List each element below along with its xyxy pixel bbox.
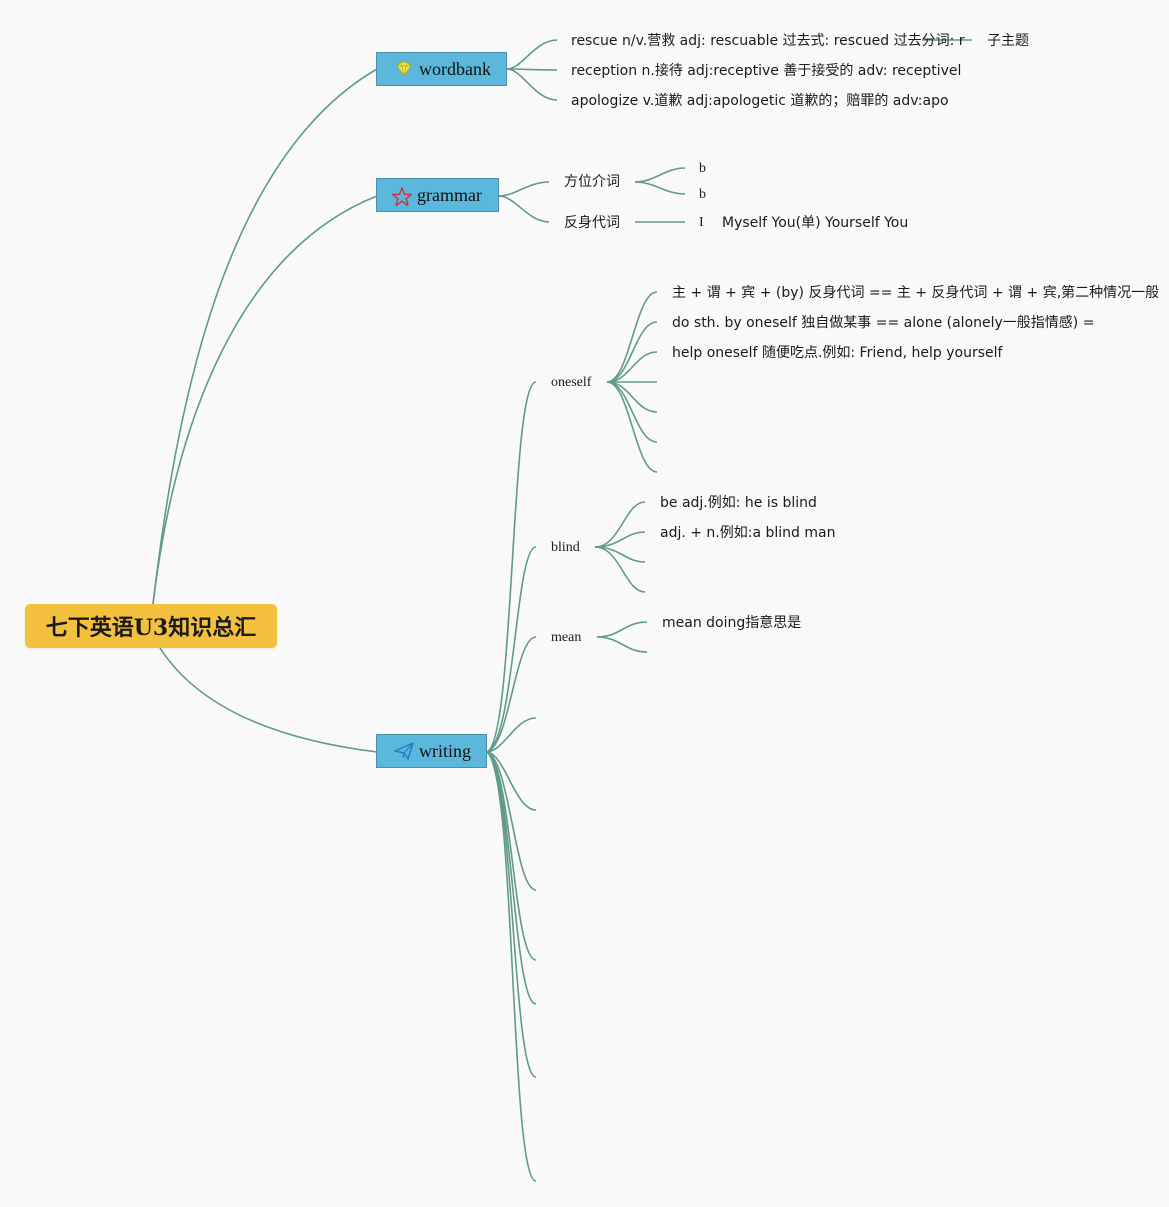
edge-oneself-3	[606, 351, 658, 383]
fanshen-child-1[interactable]: I	[699, 215, 704, 230]
root-title: 七下英语U3知识总汇	[45, 615, 257, 641]
oneself-child-3[interactable]: help oneself 随便吃点.例如: Friend, help yours…	[672, 345, 1003, 361]
branch-wordbank[interactable]: wordbank	[376, 52, 507, 86]
edge-writing-mean	[486, 636, 537, 753]
writing-item-mean[interactable]: mean	[551, 630, 582, 645]
subtopic-node[interactable]: 子主题	[987, 33, 1029, 49]
wordbank-item-rescue[interactable]: rescue n/v.营救 adj: rescuable 过去式: rescue…	[571, 33, 965, 49]
star-icon	[391, 184, 413, 207]
branch-label: grammar	[417, 184, 482, 205]
fanshen-detail: Myself You(单) Yourself You	[722, 215, 909, 231]
edge-mean-2	[596, 636, 648, 653]
edge-oneself-2	[606, 321, 658, 383]
edge-writing-5	[486, 751, 537, 811]
fangwei-child-2[interactable]: b	[699, 187, 706, 202]
grammar-item-fanshen[interactable]: 反身代词	[564, 215, 620, 231]
edge-grammar-1	[498, 181, 550, 197]
edge-blind-1	[594, 501, 646, 548]
edge-fangwei-b1	[634, 167, 686, 183]
edge-root-writing	[159, 647, 378, 753]
blind-child-2[interactable]: adj. + n.例如:a blind man	[660, 525, 836, 541]
edge-wordbank-1	[506, 39, 558, 70]
edge-grammar-2	[498, 195, 550, 223]
edge-writing-9	[486, 751, 537, 1078]
grammar-item-fangwei[interactable]: 方位介词	[564, 174, 620, 190]
edge-writing-oneself	[486, 381, 537, 753]
edge-oneself-6	[606, 381, 658, 443]
diamond-icon	[393, 58, 415, 80]
fangwei-child-1[interactable]: b	[699, 161, 706, 176]
branch-writing[interactable]: writing	[376, 734, 487, 768]
edge-root-wordbank	[152, 68, 378, 605]
edge-writing-7	[486, 751, 537, 961]
writing-item-blind[interactable]: blind	[551, 540, 580, 555]
wordbank-item-reception[interactable]: reception n.接待 adj:receptive 善于接受的 adv: …	[571, 63, 962, 79]
wordbank-item-apologize[interactable]: apologize v.道歉 adj:apologetic 道歉的；赔罪的 ad…	[571, 93, 949, 109]
edge-writing-4	[486, 717, 537, 753]
oneself-child-1[interactable]: 主 + 谓 + 宾 + (by) 反身代词 == 主 + 反身代词 + 谓 + …	[672, 285, 1160, 301]
paper-plane-icon	[393, 740, 415, 762]
edge-writing-10	[486, 751, 537, 1182]
edge-root-grammar	[152, 195, 378, 605]
root-topic[interactable]: 七下英语U3知识总汇	[25, 604, 277, 648]
branch-label: writing	[419, 740, 471, 761]
edge-mean-1	[596, 621, 648, 638]
edge-fangwei-b2	[634, 181, 686, 195]
edge-blind-4	[594, 546, 646, 593]
writing-item-oneself[interactable]: oneself	[551, 375, 592, 390]
edge-wordbank-3	[506, 68, 558, 101]
edge-writing-blind	[486, 546, 537, 753]
blind-child-1[interactable]: be adj.例如: he is blind	[660, 495, 817, 511]
edge-writing-6	[486, 751, 537, 891]
edge-wordbank-2	[506, 68, 558, 71]
mean-child-1[interactable]: mean doing指意思是	[662, 615, 802, 631]
oneself-child-2[interactable]: do sth. by oneself 独自做某事 == alone (alone…	[672, 315, 1095, 331]
edge-oneself-7	[606, 381, 658, 473]
branch-label: wordbank	[419, 58, 491, 79]
branch-grammar[interactable]: grammar	[376, 178, 499, 212]
edge-oneself-1	[606, 291, 658, 383]
